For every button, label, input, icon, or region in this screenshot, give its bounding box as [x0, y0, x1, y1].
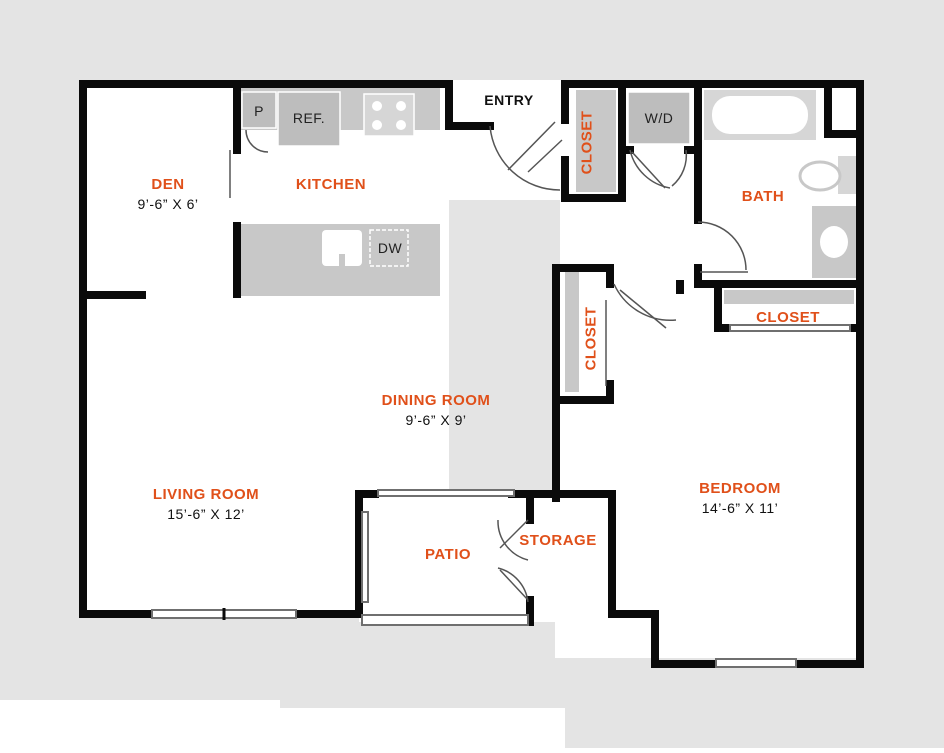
bedroom-label: BEDROOM	[699, 480, 781, 497]
refrigerator-box	[277, 91, 341, 147]
washer-dryer-label: W/D	[644, 110, 674, 126]
stove	[363, 93, 415, 137]
doors	[229, 121, 748, 603]
pantry-box	[241, 91, 277, 129]
pantry-label: P	[254, 103, 264, 119]
bathtub	[704, 90, 816, 140]
bath-label: BATH	[741, 188, 785, 205]
bath-closet-label: CLOSET	[756, 309, 820, 326]
washer-dryer-box	[627, 91, 691, 145]
toilet	[798, 156, 856, 194]
living-room-label: LIVING ROOM	[152, 486, 260, 503]
closet-shelf-hall	[565, 272, 579, 392]
closet-shelf-entry	[576, 90, 616, 192]
bedroom-dimensions: 14’-6” X 11’	[701, 500, 779, 516]
entry-label: ENTRY	[484, 92, 534, 108]
kitchen-label: KITCHEN	[295, 176, 367, 193]
bath-sink	[820, 226, 848, 258]
sink	[322, 229, 409, 268]
closet-shelf-bath	[724, 290, 854, 304]
appliances	[241, 91, 691, 147]
storage-label: STORAGE	[519, 532, 597, 549]
dining-room-label: DINING ROOM	[381, 392, 491, 409]
den-dimensions: 9’-6” X 6’	[137, 196, 199, 212]
page-margin	[0, 700, 565, 748]
living-room-dimensions: 15’-6” X 12’	[167, 506, 245, 522]
hall-closet-label: CLOSET	[582, 306, 600, 371]
patio-label: PATIO	[424, 546, 472, 563]
dining-room-dimensions: 9’-6” X 9’	[405, 412, 467, 428]
refrigerator-label: REF.	[292, 110, 326, 126]
windows	[151, 324, 851, 668]
dishwasher-label: DW	[377, 240, 403, 256]
den-label: DEN	[151, 176, 185, 193]
entry-closet-label: CLOSET	[578, 110, 596, 175]
